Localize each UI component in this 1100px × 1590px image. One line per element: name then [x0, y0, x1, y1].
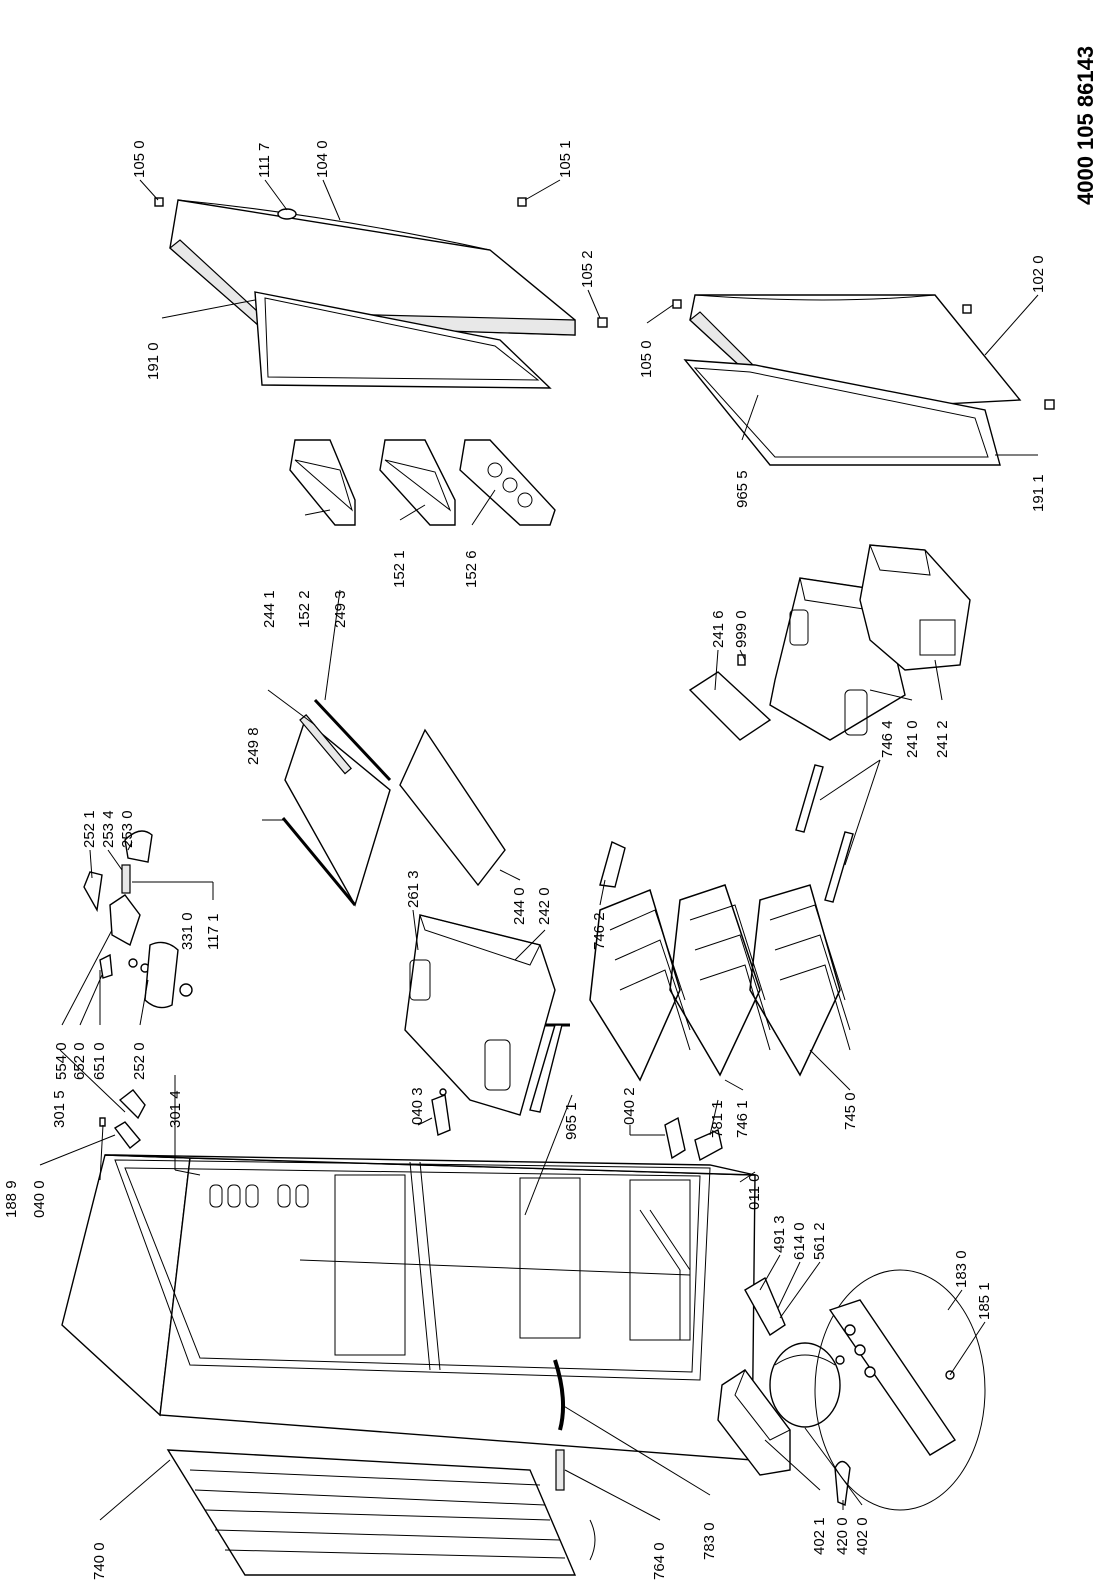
label-2520: 252 0 — [131, 1042, 148, 1080]
label-1851: 185 1 — [976, 1282, 993, 1320]
cabinet — [61, 1154, 756, 1461]
compressor — [769, 1342, 845, 1428]
label-1040: 104 0 — [314, 140, 331, 178]
label-6510: 651 0 — [91, 1042, 108, 1080]
top-hinge-assembly — [99, 1089, 146, 1149]
compressor-base-bracket — [744, 1276, 786, 1337]
label-3310: 331 0 — [179, 912, 196, 950]
crisper-drawer — [404, 914, 570, 1116]
label-1889: 188 9 — [3, 1180, 20, 1218]
condenser — [166, 1449, 596, 1576]
wire-rack-2 — [669, 884, 771, 1077]
label-6520: 652 0 — [71, 1042, 88, 1080]
label-3015: 301 5 — [51, 1090, 68, 1128]
label-2493: 249 3 — [332, 590, 349, 628]
label-5612: 561 2 — [811, 1222, 828, 1260]
label-2412: 241 2 — [934, 720, 951, 758]
label-9655: 965 5 — [734, 470, 751, 508]
label-1910: 191 0 — [145, 342, 162, 380]
label-7811: 781 1 — [709, 1100, 726, 1138]
door-balcony-1526 — [459, 439, 556, 526]
capillary-7640 — [555, 1449, 565, 1491]
label-4021: 402 1 — [811, 1517, 828, 1555]
label-6140: 614 0 — [791, 1222, 808, 1260]
label-7462: 746 2 — [591, 912, 608, 950]
label-9651: 965 1 — [563, 1102, 580, 1140]
label-4200: 420 0 — [834, 1517, 851, 1555]
glass-shelf-trim — [313, 698, 392, 782]
label-1117: 111 7 — [256, 143, 273, 178]
wire-rack-1 — [589, 888, 691, 1082]
detail-view-compressor-mount — [814, 1269, 986, 1511]
label-1171: 117 1 — [205, 914, 222, 950]
label-0110: 011 0 — [746, 1174, 763, 1210]
lower-door-gasket — [683, 359, 1001, 466]
label-1526: 152 6 — [463, 550, 480, 588]
label-2440: 244 0 — [511, 887, 528, 925]
label-2534: 253 4 — [100, 810, 117, 848]
label-0400: 040 0 — [31, 1180, 48, 1218]
label-7830: 783 0 — [701, 1522, 718, 1560]
bracket-7462 — [599, 841, 626, 888]
label-1020: 102 0 — [1030, 255, 1047, 293]
middle-hinge-0402 — [664, 1116, 723, 1162]
drain-pipe-7830 — [553, 1359, 565, 1431]
label-2410: 241 0 — [904, 720, 921, 758]
document-number: 4000 105 86143 — [1073, 46, 1098, 205]
middle-hinge-0403 — [431, 1088, 451, 1136]
glass-shelf-lower — [399, 728, 506, 887]
label-2416: 241 6 — [710, 610, 727, 648]
label-1052: 105 2 — [579, 250, 596, 288]
freezer-drawer-2412 — [859, 544, 971, 671]
door-balcony-1521 — [379, 439, 456, 526]
label-1050b: 105 0 — [638, 340, 655, 378]
upper-door-gasket — [254, 291, 552, 389]
label-1830: 183 0 — [953, 1250, 970, 1288]
thermostat-assembly — [83, 830, 193, 1009]
label-4020: 402 0 — [854, 1517, 871, 1555]
label-0402: 040 2 — [621, 1087, 638, 1125]
upper-door — [154, 197, 608, 336]
small-part-9990 — [737, 654, 746, 666]
label-1522: 152 2 — [296, 590, 313, 628]
wire-rack-3 — [749, 884, 851, 1077]
label-7400: 740 0 — [91, 1542, 108, 1580]
label-7450: 745 0 — [842, 1092, 859, 1130]
part-labels: 105 0 111 7 104 0 105 1 105 2 191 0 105 … — [3, 140, 1047, 1580]
label-2441: 244 1 — [261, 590, 278, 628]
label-2498: 249 8 — [245, 727, 262, 765]
leader-lines — [39, 179, 1039, 1521]
rack-rails — [795, 764, 854, 903]
label-1521: 152 1 — [391, 550, 408, 588]
label-7640: 764 0 — [651, 1542, 668, 1580]
label-1051: 105 1 — [557, 140, 574, 178]
label-0403: 040 3 — [409, 1087, 426, 1125]
label-7461: 746 1 — [734, 1100, 751, 1138]
glass-shelf-upper — [284, 714, 391, 907]
shelf-front-trim — [281, 817, 357, 906]
label-5540: 554 0 — [53, 1042, 70, 1080]
label-2530: 253 0 — [119, 810, 136, 848]
label-2613: 261 3 — [405, 870, 422, 908]
label-1050a: 105 0 — [131, 140, 148, 178]
label-4913: 491 3 — [771, 1215, 788, 1253]
label-9990: 999 0 — [733, 610, 750, 648]
freezer-flap — [688, 671, 772, 741]
label-7464: 746 4 — [879, 720, 896, 758]
label-2521: 252 1 — [81, 810, 98, 848]
label-1911: 191 1 — [1030, 474, 1047, 512]
compressor-clip — [834, 1460, 851, 1507]
label-3014: 301 4 — [167, 1090, 184, 1128]
door-balcony-1522 — [289, 439, 356, 526]
electrical-box — [717, 1368, 791, 1476]
label-2420: 242 0 — [536, 887, 553, 925]
